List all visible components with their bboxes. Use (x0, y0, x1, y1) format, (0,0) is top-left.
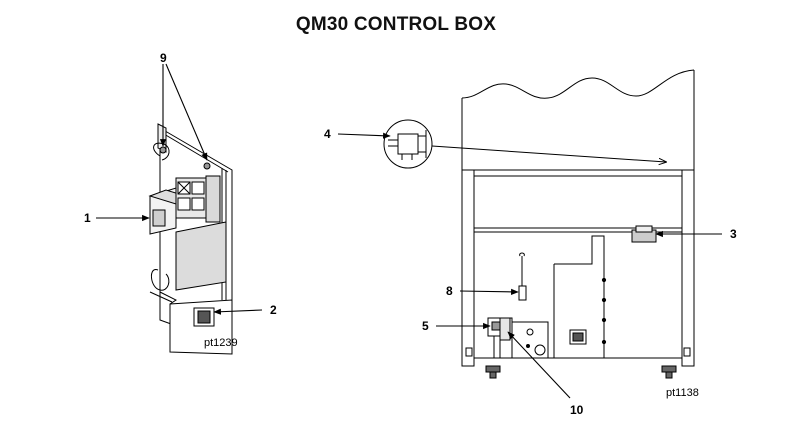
diagram-title: QM30 CONTROL BOX (295, 14, 497, 35)
right-callout-numbers: 4 3 8 5 10 (324, 127, 737, 417)
callout-1: 1 (84, 211, 91, 225)
left-control-panel (148, 123, 233, 355)
left-callout-lines (96, 63, 263, 315)
detail-leader-line (431, 145, 666, 162)
right-figure-code: pt1138 (666, 387, 699, 399)
callout-8: 8 (446, 284, 453, 298)
right-callout-lines (337, 132, 722, 399)
callout-2: 2 (270, 303, 277, 317)
callout-4: 4 (324, 127, 331, 141)
callout-5: 5 (422, 319, 429, 333)
right-cabinet (461, 69, 695, 379)
callout-9: 9 (160, 51, 167, 65)
left-figure-code: pt1239 (204, 337, 238, 349)
callout-10: 10 (570, 403, 584, 417)
detail-view-4 (383, 119, 433, 169)
callout-3: 3 (730, 227, 737, 241)
left-callout-numbers: 9 1 2 (84, 51, 277, 317)
